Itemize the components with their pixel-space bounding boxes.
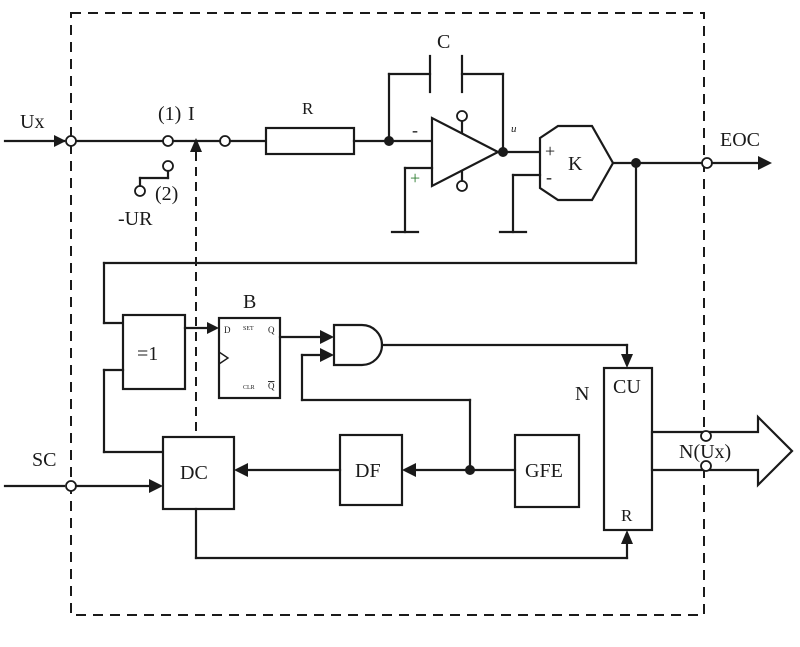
eoc-label: EOC <box>720 129 760 151</box>
bus-terminal-top <box>700 430 712 442</box>
dc-block <box>161 435 236 511</box>
switch-pos1-label: (1) <box>158 103 181 125</box>
opamp-supply-top <box>456 110 468 122</box>
opamp-minus-label: - <box>412 120 418 140</box>
dc-label: DC <box>180 462 208 484</box>
resistor-label: R <box>302 99 314 118</box>
ff-qbar-label: Q <box>268 381 275 391</box>
counter-name-label: N <box>575 383 589 405</box>
xor-label: =1 <box>137 343 158 365</box>
counter-n <box>602 366 654 532</box>
resistor-r <box>264 126 356 156</box>
device-boundary <box>70 12 705 616</box>
switch-common <box>219 135 231 147</box>
flipflop-label: B <box>243 291 256 313</box>
switch-contact-2 <box>162 160 174 172</box>
comp-plus-label: + <box>545 141 555 161</box>
counter-r-label: R <box>621 506 633 525</box>
switch-i <box>134 135 231 197</box>
sc-label: SC <box>32 449 56 471</box>
and-gate <box>332 323 384 367</box>
capacitor-label: C <box>437 31 450 53</box>
ff-set-label: SET <box>243 326 254 332</box>
df-block <box>338 433 404 507</box>
counter-output-bus <box>650 414 794 488</box>
ff-clr-label: CLR <box>243 385 255 391</box>
ff-clock-icon <box>218 351 230 365</box>
ff-d-label: D <box>224 325 231 335</box>
gfe-label: GFE <box>525 460 563 482</box>
opamp-integrator <box>430 116 501 188</box>
counter-cu-label: CU <box>613 376 641 398</box>
counter-output-label: N(Ux) <box>679 441 731 463</box>
opamp-out-label: u <box>511 123 517 135</box>
ux-terminal <box>65 135 77 147</box>
capacitor-c <box>387 54 505 153</box>
eoc-terminal <box>701 157 713 169</box>
opamp-supply-bottom <box>456 180 468 192</box>
gfe-block <box>513 433 581 509</box>
ux-label: Ux <box>20 111 44 133</box>
sc-terminal <box>65 480 77 492</box>
switch-pos2-label: (2) <box>155 183 178 205</box>
input-ux-wire <box>3 135 165 147</box>
minus-ur-terminal <box>134 185 146 197</box>
switch-contact-1 <box>162 135 174 147</box>
switch-control-arrow <box>190 138 202 152</box>
bus-terminal-bottom <box>700 460 712 472</box>
xor-gate <box>121 313 187 391</box>
switch-name-label: I <box>188 103 195 125</box>
comp-minus-label: - <box>546 167 552 187</box>
ff-q-label: Q <box>268 325 275 335</box>
df-label: DF <box>355 460 381 482</box>
minus-ur-label: -UR <box>118 208 153 230</box>
comparator-label: K <box>568 153 583 175</box>
opamp-plus-label: + <box>410 168 420 188</box>
comparator-k <box>538 124 615 202</box>
